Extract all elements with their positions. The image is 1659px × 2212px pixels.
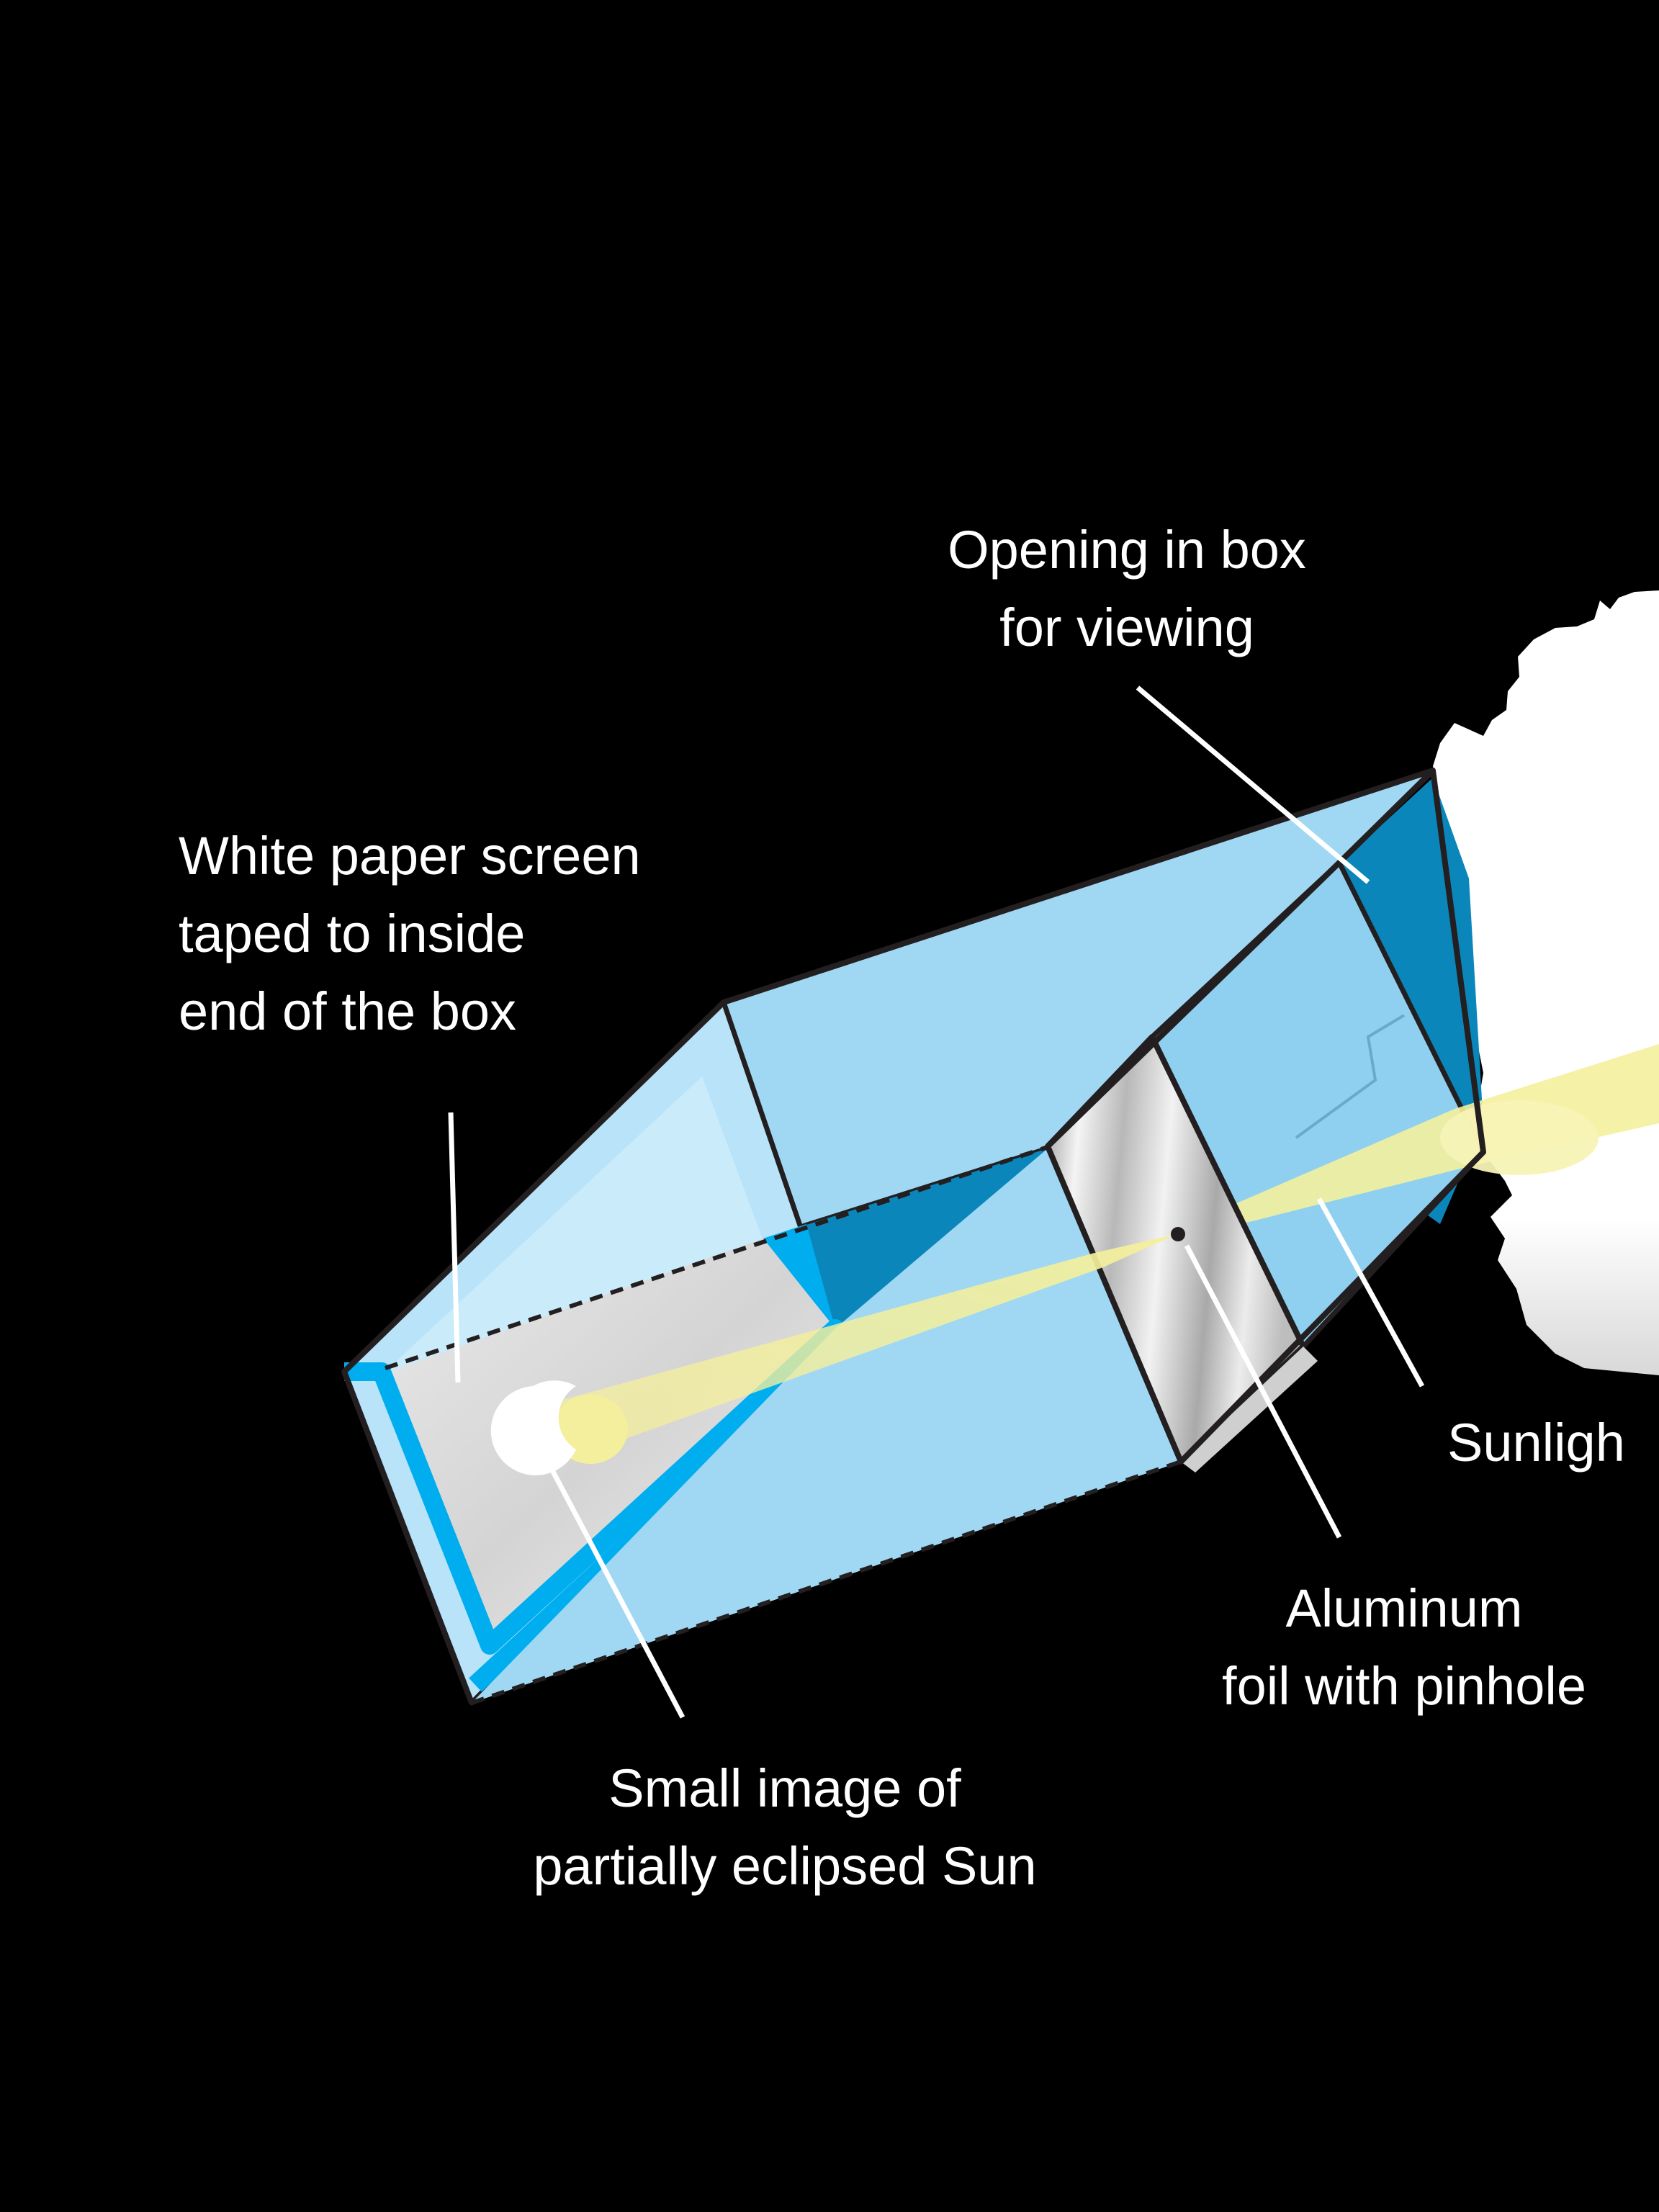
sunlight-glow [1440, 1100, 1599, 1175]
sunlight-beam-outside [1175, 1044, 1659, 1240]
hidden-edge-bottom [471, 1460, 1182, 1705]
label-screen-line3: end of the box [179, 981, 517, 1041]
label-sunlight: Sunligh [1447, 1404, 1659, 1482]
light-beam-inside [547, 1234, 1177, 1462]
label-white-paper-screen: White paper screen taped to inside end o… [179, 817, 827, 1051]
label-foil-line1: Aluminum [1285, 1578, 1523, 1638]
person-head-silhouette [1433, 590, 1659, 1375]
label-opening-line1: Opening in box [948, 520, 1306, 580]
label-opening-line2: for viewing [999, 598, 1254, 657]
hidden-edge-top [385, 1145, 1048, 1370]
label-screen-line2: taped to inside [179, 904, 526, 963]
foil-panel-side [1181, 1346, 1318, 1473]
label-sun-image-line1: Small image of [608, 1758, 961, 1818]
label-aluminum-foil: Aluminum foil with pinhole [1159, 1570, 1649, 1725]
label-foil-line2: foil with pinhole [1222, 1656, 1586, 1716]
eclipsed-sun-image [490, 1380, 576, 1475]
box-edge-back [1337, 768, 1435, 865]
box-edge-front [1046, 860, 1341, 1148]
leader-line-foil [1184, 1244, 1342, 1539]
label-sunlight-line1: Sunligh [1447, 1413, 1625, 1473]
leader-line-sun-image [534, 1439, 685, 1719]
label-sun-image-line2: partially eclipsed Sun [533, 1836, 1037, 1896]
leader-line-screen [448, 1112, 461, 1383]
label-opening-for-viewing: Opening in box for viewing [864, 511, 1390, 667]
pinhole [1171, 1227, 1185, 1241]
inner-fold-line [1295, 1014, 1406, 1139]
label-screen-line1: White paper screen [179, 826, 641, 886]
leader-line-sunlight [1316, 1197, 1425, 1388]
box-outline [341, 768, 1486, 1704]
leader-line-opening [1136, 685, 1370, 884]
label-small-sun-image: Small image of partially eclipsed Sun [461, 1750, 1109, 1905]
